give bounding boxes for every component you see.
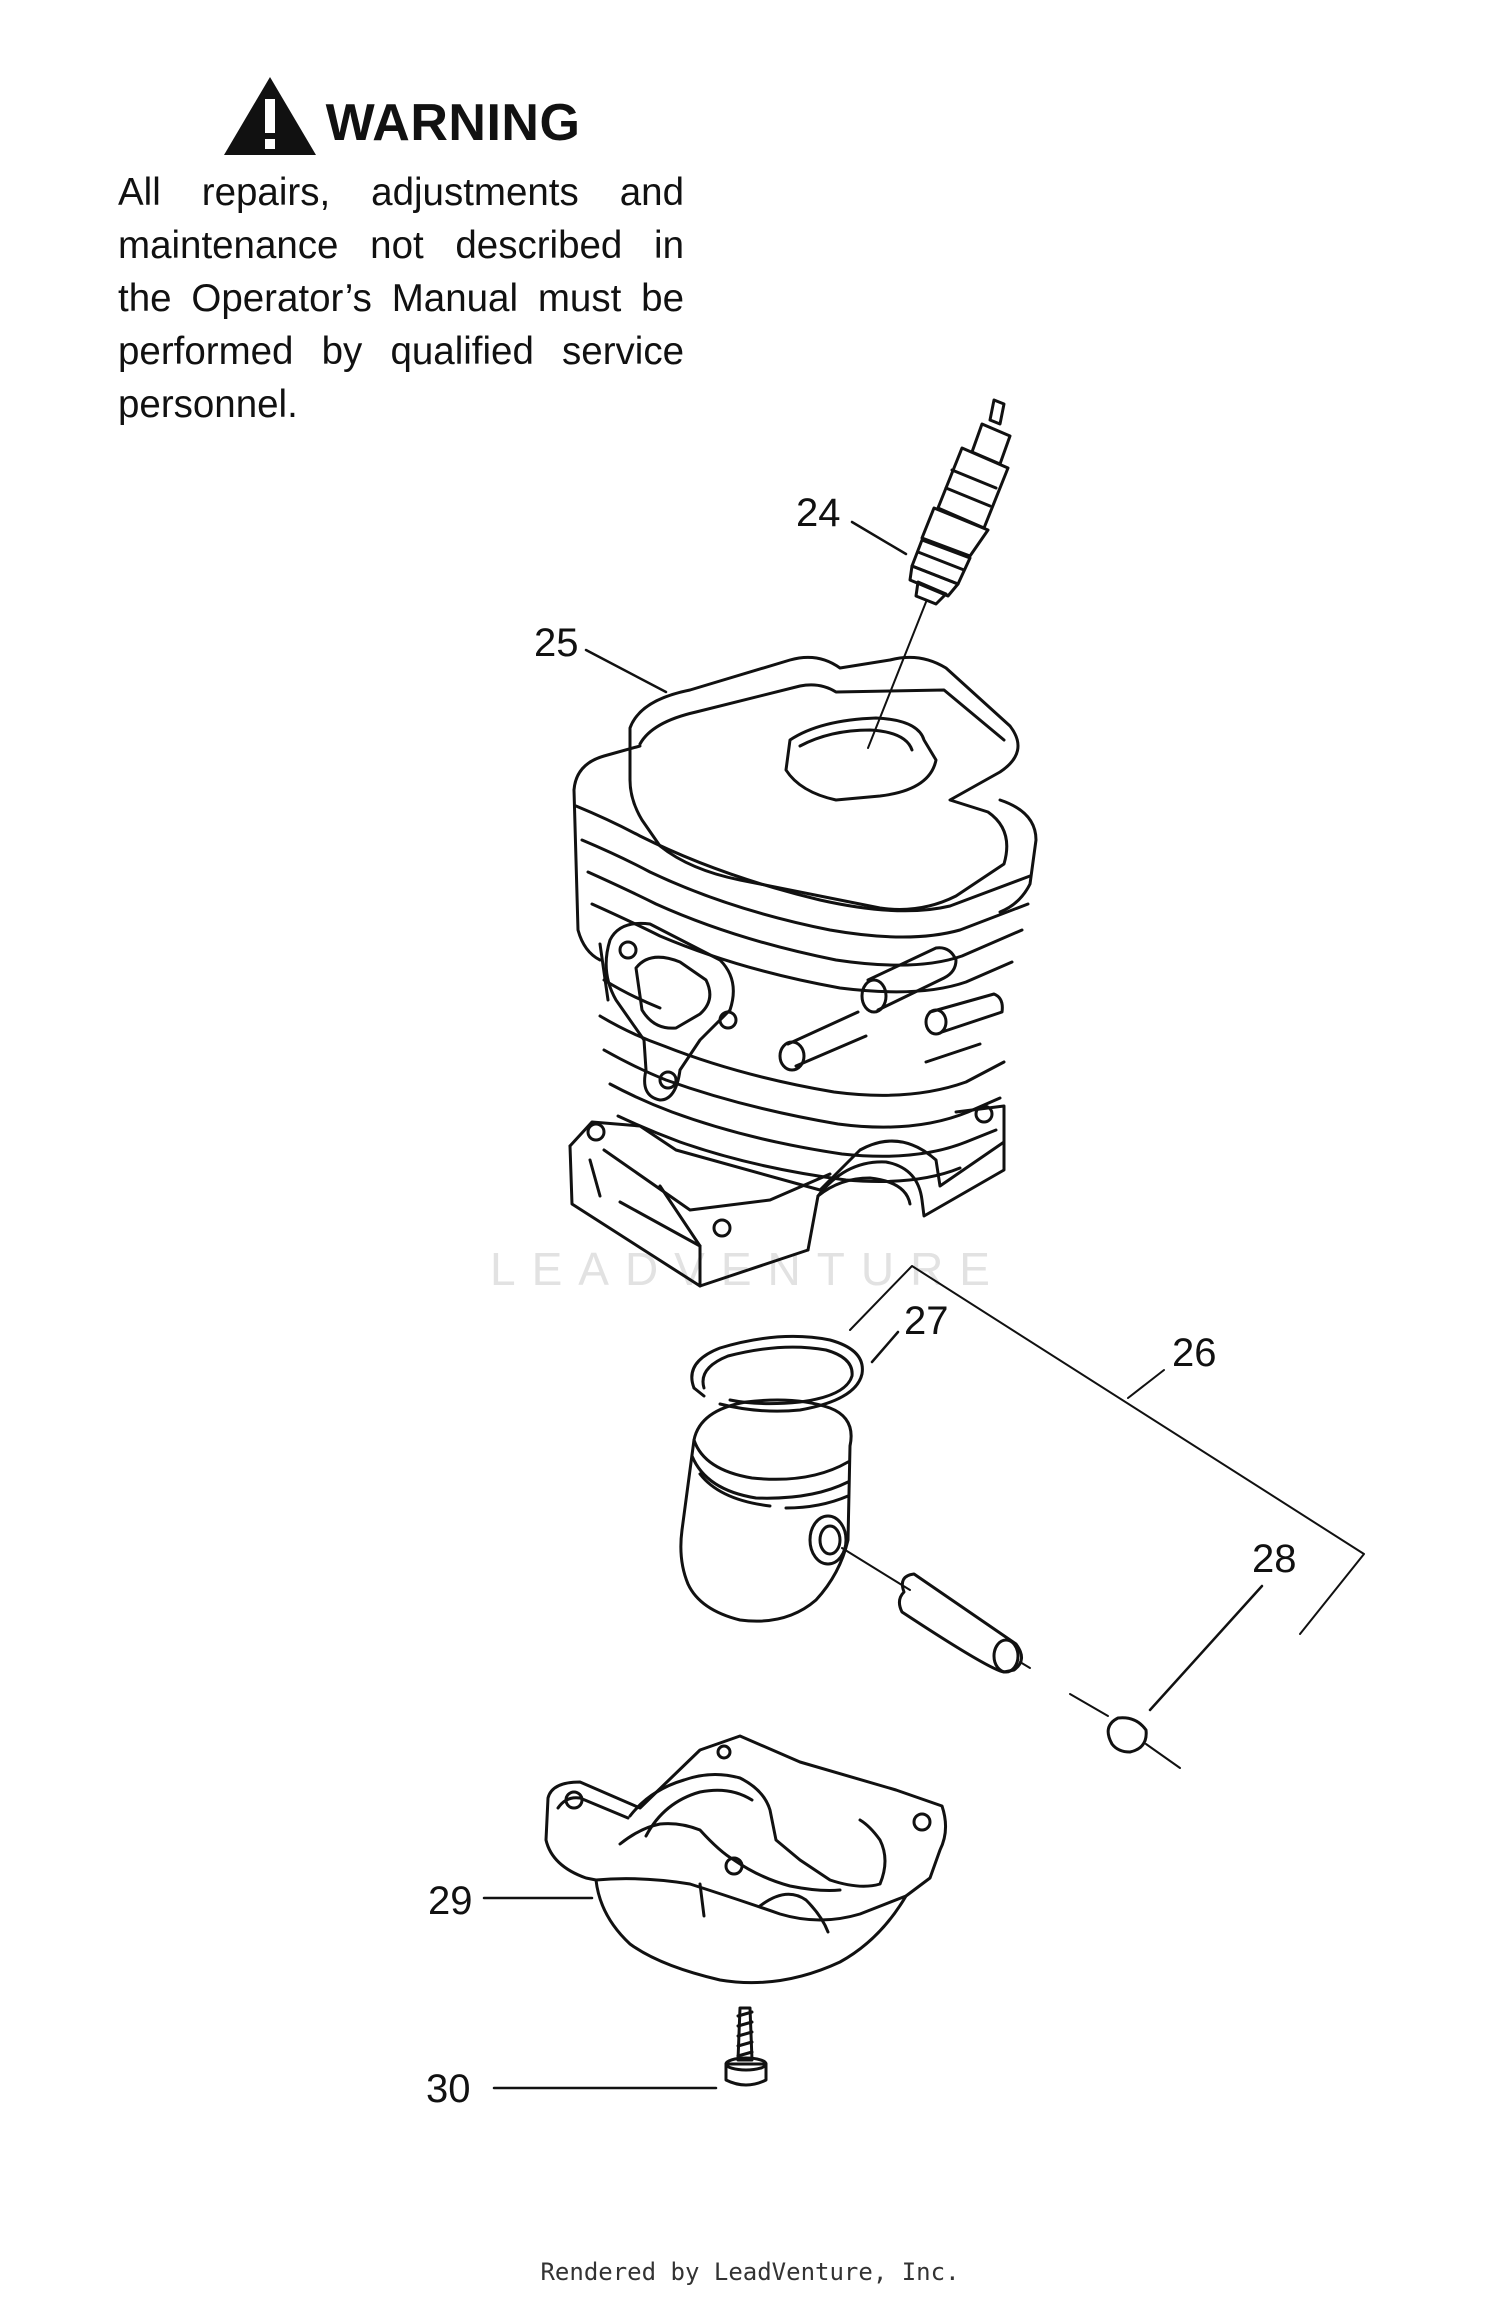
warning-triangle-icon bbox=[223, 77, 316, 155]
piston-pin bbox=[841, 1547, 1031, 1674]
callout-25: 25 bbox=[534, 621, 579, 665]
callout-26: 26 bbox=[1172, 1331, 1217, 1375]
spark-plug bbox=[867, 398, 1012, 749]
watermark: LEADVENTURE bbox=[490, 1243, 1006, 1295]
retaining-clip bbox=[1069, 1693, 1181, 1769]
warning-header: WARNING bbox=[118, 70, 684, 162]
crankcase bbox=[544, 1734, 947, 1985]
warning-text: All repairs, adjustments and maintenance… bbox=[118, 166, 684, 431]
screw bbox=[724, 2006, 768, 2087]
warning-line: maintenance not described in bbox=[118, 224, 684, 267]
piston bbox=[679, 1398, 853, 1623]
piston-ring bbox=[690, 1334, 864, 1413]
leader-27 bbox=[870, 1330, 900, 1364]
callout-29: 29 bbox=[428, 1879, 473, 1923]
callout-27: 27 bbox=[904, 1299, 949, 1343]
warning-line: the Operator’s Manual must be bbox=[118, 277, 684, 320]
callout-30: 30 bbox=[426, 2067, 471, 2111]
warning-line: personnel. bbox=[118, 383, 298, 426]
callout-24: 24 bbox=[796, 491, 841, 535]
leader-24 bbox=[850, 520, 908, 556]
warning-title: WARNING bbox=[325, 94, 581, 152]
footer-credit: Rendered by LeadVenture, Inc. bbox=[540, 2258, 960, 2286]
warning-line: performed by qualified service bbox=[118, 330, 684, 373]
callout-28: 28 bbox=[1252, 1537, 1297, 1581]
leader-25 bbox=[584, 648, 668, 694]
leader-26 bbox=[1127, 1369, 1165, 1399]
cylinder bbox=[568, 655, 1038, 1288]
warning-block: WARNING All repairs, adjustments and mai… bbox=[118, 70, 684, 431]
warning-line: All repairs, adjustments and bbox=[118, 171, 684, 214]
leader-28 bbox=[1148, 1584, 1264, 1712]
piston-kit-bracket bbox=[849, 1265, 1365, 1635]
